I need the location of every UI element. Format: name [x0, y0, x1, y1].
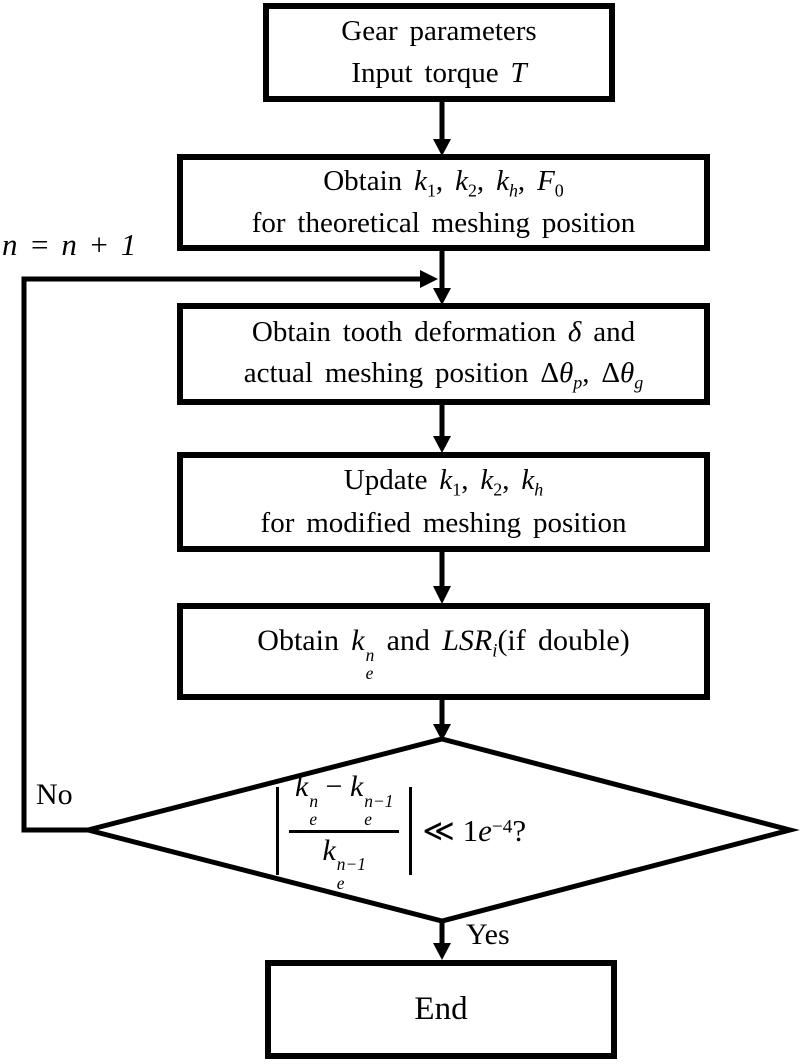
process-box-theoretical: Obtain k1, k2, kh, F0 for theoretical me…	[177, 154, 710, 251]
exponent: −4	[491, 816, 513, 838]
arrow-theoretical-to-deformation	[433, 249, 451, 305]
process-box-update: Update k1, k2, kh for modified meshing p…	[177, 452, 710, 552]
math-var-k1: k1	[414, 164, 436, 200]
abs-bar-right	[409, 787, 413, 875]
end-label: End	[414, 991, 468, 1028]
math-var-kh: kh	[496, 164, 518, 200]
start-line2: Input torque T	[351, 56, 527, 89]
terminal-box-end: End	[265, 960, 617, 1059]
theoretical-line1: Obtain k1, k2, kh, F0	[323, 164, 564, 200]
much-less-than-operator: ≪	[422, 813, 455, 848]
update-line1: Update k1, k2, kh	[343, 464, 544, 500]
deformation-line2: actual meshing position Δθp, Δθg	[243, 357, 644, 393]
math-var-kh: kh	[521, 464, 544, 500]
arrow-deformation-to-update	[433, 403, 451, 453]
yes-branch-label: Yes	[466, 918, 510, 951]
loop-back-connector	[21, 270, 438, 833]
math-var-F0: F0	[537, 164, 564, 200]
theoretical-line2: for theoretical meshing position	[251, 207, 636, 240]
process-box-start: Gear parameters Input torque T	[263, 3, 615, 102]
process-box-deformation: Obtain tooth deformation δ and actual me…	[177, 303, 710, 405]
minus-operator: −	[325, 770, 343, 804]
math-var-lsr-i: LSRi	[442, 624, 498, 662]
math-var-k2: k2	[480, 464, 503, 500]
abs-bar-left	[276, 787, 279, 875]
arrow-obtain-ke-to-decision	[433, 697, 451, 741]
update-line2: for modified meshing position	[260, 506, 627, 539]
arrow-start-to-theoretical	[433, 100, 451, 156]
math-var-k2: k2	[455, 164, 477, 200]
math-var-delta: δ	[567, 316, 582, 348]
math-var-dtheta-p: Δθp	[540, 357, 583, 393]
loop-counter-label: n = n + 1	[2, 227, 137, 262]
math-var-dtheta-g: Δθg	[601, 357, 644, 393]
fraction-rule	[289, 829, 400, 833]
start-line1: Gear parameters	[341, 15, 537, 48]
math-var-k1: k1	[439, 464, 462, 500]
arrow-update-to-obtain-ke	[433, 550, 451, 604]
deformation-line1: Obtain tooth deformation δ and	[251, 316, 636, 348]
arrow-decision-to-end	[433, 919, 451, 960]
condition-rhs: ≪ 1e−4?	[422, 813, 527, 848]
no-branch-label: No	[36, 778, 73, 811]
